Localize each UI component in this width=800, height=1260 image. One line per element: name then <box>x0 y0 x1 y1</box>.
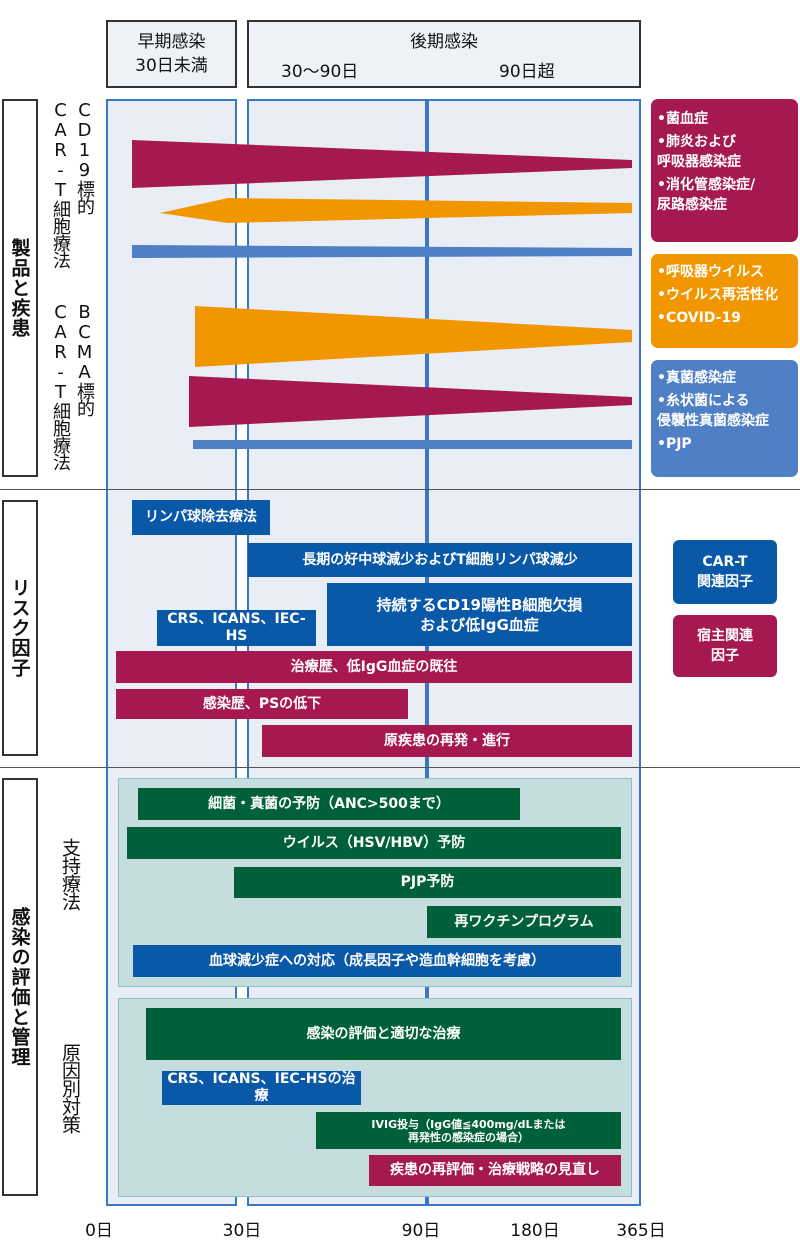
product-bcma-therapy: CAR-T細胞療法 <box>50 302 71 470</box>
header-early-infection: 早期感染 30日未満 <box>106 20 237 88</box>
legend-item: •菌血症 <box>657 111 708 127</box>
risk-infection-history: 感染歴、PSの低下 <box>116 689 408 719</box>
cd19-viral-wedge <box>160 198 632 223</box>
mgmt-antiviral-prophylaxis: ウイルス（HSV/HBV）予防 <box>127 827 621 859</box>
risk-lymphodepletion: リンパ球除去療法 <box>132 500 270 535</box>
cause-specific-label: 原因別対策 <box>59 1043 81 1133</box>
axis-tick: 0日 <box>85 1221 113 1241</box>
header-early-sub: 30日未満 <box>135 56 208 76</box>
legend-fungal: •真菌感染症 •糸状菌による 侵襲性真菌感染症 •PJP <box>651 360 798 477</box>
risk-b-cell-aplasia: 持続するCD19陽性B細胞欠損 および低IgG血症 <box>327 583 632 646</box>
mgmt-antibacterial-prophylaxis: 細菌・真菌の予防（ANC>500まで） <box>138 788 520 820</box>
legend-item: •消化管感染症/ 尿路感染症 <box>657 177 756 213</box>
risk-treatment-history: 治療歴、低IgG血症の既往 <box>116 651 632 683</box>
product-cd19-target: CD19標的 <box>74 100 95 214</box>
product-bcma-target: BCMA標的 <box>74 302 95 416</box>
mgmt-ivig: IVIG投与（IgG値≦400mg/dLまたは 再発性の感染症の場合） <box>316 1112 621 1149</box>
bcma-fungal-bar <box>193 440 632 449</box>
infection-risk-shapes <box>132 140 632 449</box>
mgmt-crs-treatment: CRS、ICANS、IEC-HSの治療 <box>162 1071 361 1105</box>
bcma-bacterial-wedge <box>189 376 632 427</box>
header-late-infection: 後期感染 30〜90日 90日超 <box>247 20 641 88</box>
legend-item: •呼吸器ウイルス <box>657 264 764 280</box>
axis-tick: 30日 <box>222 1221 262 1241</box>
legend-item: •糸状菌による 侵襲性真菌感染症 <box>657 393 769 429</box>
header-late-title: 後期感染 <box>410 32 478 52</box>
section-divider <box>0 767 800 768</box>
risk-prolonged-cytopenia: 長期の好中球減少およびT細胞リンパ球減少 <box>248 543 632 577</box>
header-late-sub1: 30〜90日 <box>281 62 359 82</box>
legend-item: •COVID-19 <box>657 310 741 326</box>
section-products: 製品と疾患 <box>2 99 38 477</box>
axis-tick: 180日 <box>510 1221 560 1241</box>
supportive-care-label: 支持療法 <box>59 838 81 910</box>
section-risk: リスク因子 <box>2 500 38 756</box>
axis-tick: 365日 <box>616 1221 666 1241</box>
mgmt-cytopenia: 血球減少症への対応（成長因子や造血幹細胞を考慮） <box>133 945 621 977</box>
product-cd19-therapy: CAR-T細胞療法 <box>50 100 71 268</box>
mgmt-revaccination: 再ワクチンプログラム <box>427 906 621 938</box>
section-divider <box>0 489 800 490</box>
risk-crs-icans: CRS、ICANS、IEC-HS <box>157 610 316 646</box>
section-management: 感染の評価と管理 <box>2 778 38 1196</box>
risk-legend-host: 宿主関連 因子 <box>673 615 777 677</box>
legend-bacterial: •菌血症 •肺炎および 呼吸器感染症 •消化管感染症/ 尿路感染症 <box>651 99 798 242</box>
legend-item: •ウイルス再活性化 <box>657 287 778 303</box>
legend-item: •真菌感染症 <box>657 370 736 386</box>
axis-tick: 90日 <box>401 1221 441 1241</box>
mgmt-pjp-prophylaxis: PJP予防 <box>234 867 621 898</box>
legend-viral: •呼吸器ウイルス •ウイルス再活性化 •COVID-19 <box>651 254 798 348</box>
cd19-fungal-bar <box>132 245 632 258</box>
risk-legend-cart: CAR-T 関連因子 <box>673 540 777 604</box>
risk-disease-relapse: 原疾患の再発・進行 <box>262 725 632 757</box>
cd19-bacterial-wedge <box>132 140 632 188</box>
header-late-sub2: 90日超 <box>499 62 555 82</box>
mgmt-disease-reevaluation: 疾患の再評価・治療戦略の見直し <box>369 1155 621 1186</box>
mgmt-infection-treatment: 感染の評価と適切な治療 <box>146 1008 621 1060</box>
header-early-title: 早期感染 <box>137 32 206 52</box>
bcma-viral-wedge <box>195 306 632 367</box>
legend-item: •PJP <box>657 436 692 452</box>
legend-item: •肺炎および 呼吸器感染症 <box>657 134 741 170</box>
